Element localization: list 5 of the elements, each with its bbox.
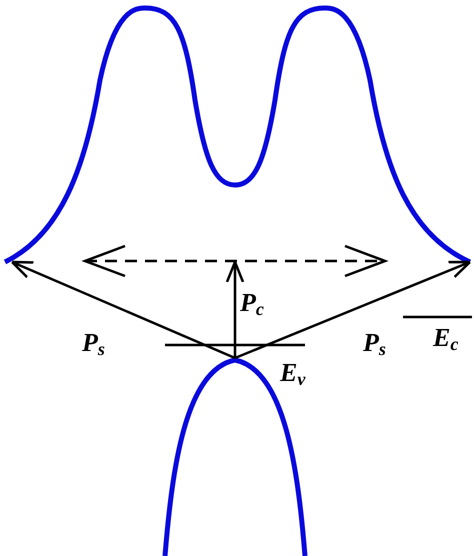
energy-label: E$_{v}$ xyxy=(280,360,306,388)
momentum-label: P$_{s}$ xyxy=(363,330,386,358)
momentum-label: P$_{c}$ xyxy=(240,290,264,318)
momentum-label: P$_{s}$ xyxy=(82,330,105,358)
energy-label: E$_{c}$ xyxy=(433,325,458,353)
